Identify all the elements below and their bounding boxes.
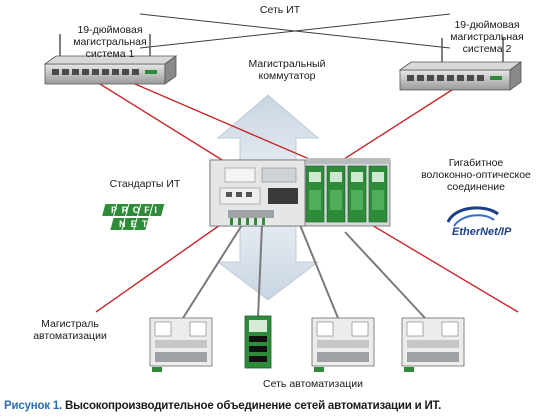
label-line: магистральная (450, 31, 524, 43)
profinet-top: PROFI (111, 205, 162, 215)
rack-backbone-2 (398, 38, 523, 91)
label-automation-backbone: Магистраль автоматизации (20, 318, 120, 342)
label-line: 19-дюймовая (77, 24, 143, 36)
profinet-bottom: NET (119, 219, 153, 229)
automation-backbone-link (359, 217, 519, 313)
backbone-switch-device (209, 158, 391, 227)
automation-backbone-link (95, 224, 221, 313)
automation-link (299, 224, 339, 319)
label-line: система 1 (85, 48, 135, 60)
label-line: коммутатор (258, 70, 316, 82)
field-device (311, 317, 375, 372)
backbone-link (99, 83, 236, 169)
it-network-line (139, 13, 451, 49)
automation-link (182, 224, 243, 319)
label-line: Магистраль (41, 318, 99, 330)
label-line: автоматизации (33, 330, 107, 342)
label-automation-network: Сеть автоматизации (263, 378, 363, 390)
figure-caption: Рисунок 1. Высокопроизводительное объеди… (4, 400, 441, 412)
label-line: магистральная (73, 36, 147, 48)
field-device-green (244, 315, 272, 369)
backbone-link (329, 87, 456, 169)
automation-link (257, 224, 263, 319)
automation-link (344, 231, 426, 319)
profinet-logo (102, 204, 165, 230)
label-backbone-system-2: 19-дюймовая магистральная система 2 (432, 19, 542, 55)
label-it-standards: Стандарты ИТ (109, 178, 181, 190)
figure-caption-text: Высокопроизводительное объединение сетей… (62, 400, 442, 412)
label-line: соединение (447, 181, 505, 193)
label-gigabit-fiber: Гигабитное волоконно-оптическое соединен… (416, 157, 536, 193)
label-line: система 2 (462, 43, 512, 55)
label-backbone-switch: Магистральный коммутатор (232, 58, 342, 82)
rack-backbone-1 (43, 34, 178, 85)
backbone-link (134, 83, 331, 169)
ethernet-ip-logo (446, 206, 499, 227)
ethernet-ip-text: EtherNet/IP (452, 226, 512, 238)
label-line: Магистральный (248, 58, 326, 70)
label-line: Гигабитное (448, 157, 504, 169)
field-device (401, 317, 465, 372)
label-backbone-system-1: 19-дюймовая магистральная система 1 (55, 24, 165, 60)
label-it-network: Сеть ИТ (259, 4, 301, 16)
figure-number: Рисунок 1. (4, 400, 63, 412)
field-device (149, 317, 213, 372)
label-line: 19-дюймовая (454, 19, 520, 31)
label-line: волоконно-оптическое (421, 169, 531, 181)
